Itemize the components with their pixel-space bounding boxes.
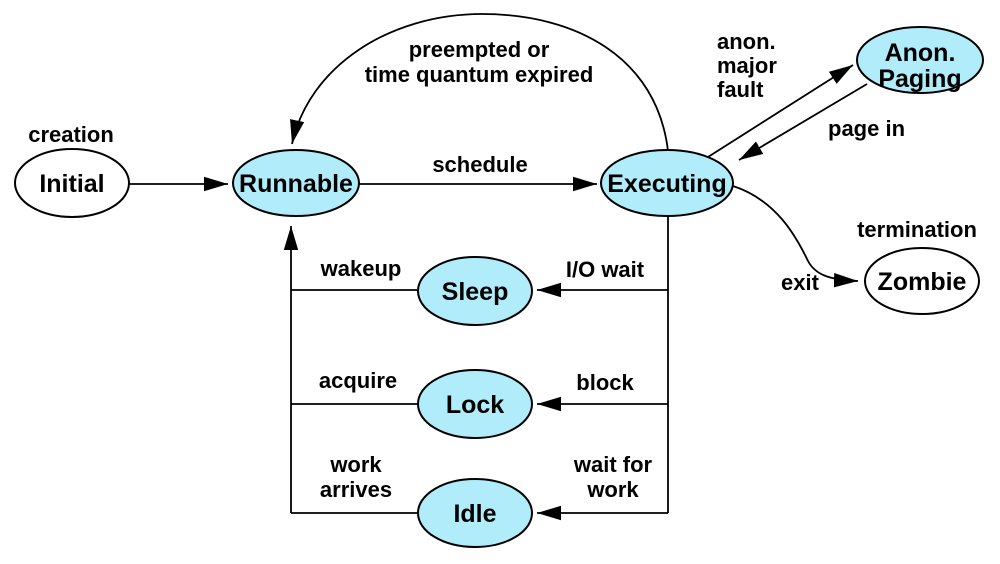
label-work-arrives-line2: arrives (320, 477, 392, 502)
node-anon-paging-label-line1: Anon. (885, 39, 956, 67)
label-anon-fault-line2: major (717, 53, 777, 78)
node-executing (600, 149, 734, 217)
label-preempted-line2: time quantum expired (365, 62, 594, 87)
edge-page-in-arrow (738, 83, 868, 161)
label-work-arrives-line1: work (329, 452, 382, 477)
node-sleep-label: Sleep (442, 278, 509, 306)
label-page-in: page in (828, 116, 905, 141)
node-sleep (417, 256, 533, 326)
edge-labels: creation schedule preempted or time quan… (28, 29, 977, 502)
label-exit: exit (781, 270, 820, 295)
label-preempted-line1: preempted or (409, 37, 550, 62)
edge-anon-fault-arrow (707, 64, 854, 158)
node-anon-paging-label-line2: Paging (878, 65, 961, 93)
label-wait-for-work-line2: work (586, 477, 639, 502)
label-creation: creation (28, 122, 114, 147)
label-schedule: schedule (432, 152, 527, 177)
node-zombie (864, 247, 980, 315)
label-wait-for-work-line1: wait for (573, 452, 653, 477)
edges (130, 13, 868, 521)
node-idle-label: Idle (453, 500, 496, 528)
edge-exit-curve (732, 185, 859, 288)
node-executing-label: Executing (607, 170, 726, 198)
node-runnable-label: Runnable (239, 170, 353, 198)
label-wakeup: wakeup (320, 256, 402, 281)
label-io-wait: I/O wait (566, 257, 645, 282)
node-initial-label: Initial (39, 170, 104, 198)
node-anon-paging (856, 26, 984, 94)
edge-preempted-arc (290, 13, 669, 152)
node-idle (417, 478, 533, 548)
node-labels: Initial Runnable Executing Anon. Paging … (39, 39, 966, 528)
node-lock (417, 369, 533, 439)
node-runnable (232, 149, 360, 217)
label-anon-fault-line3: fault (717, 77, 764, 102)
node-lock-label: Lock (446, 391, 504, 419)
label-block: block (576, 370, 634, 395)
label-anon-fault-line1: anon. (717, 29, 776, 54)
node-zombie-label: Zombie (878, 268, 967, 296)
label-termination: termination (857, 217, 977, 242)
nodes (14, 26, 984, 548)
label-acquire: acquire (319, 368, 397, 393)
node-initial (14, 148, 130, 218)
